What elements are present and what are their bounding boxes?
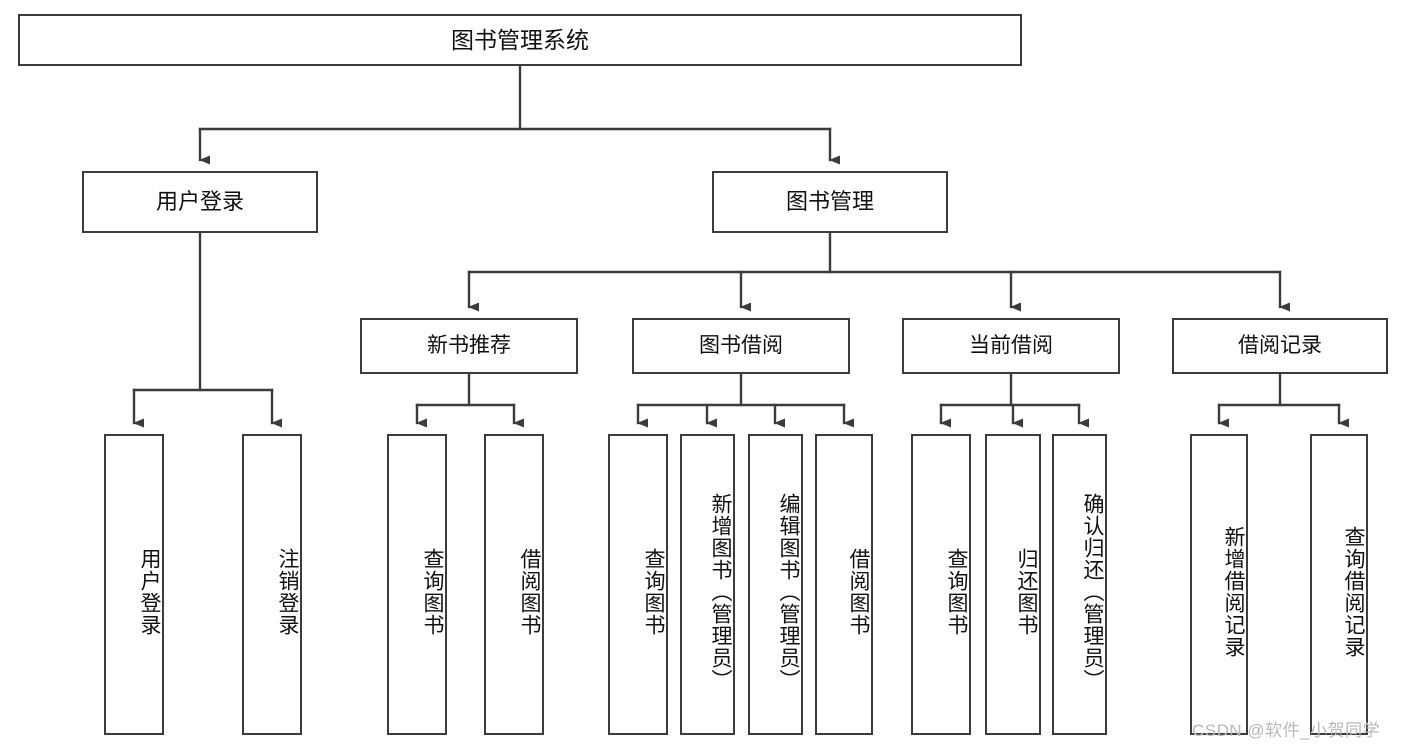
node-level3-4-label: 借阅记录 [1238, 333, 1322, 357]
node-level3-3[interactable]: 当前借阅 [902, 318, 1120, 374]
node-level3-2[interactable]: 图书借阅 [632, 318, 850, 374]
node-level3-2-label: 图书借阅 [699, 333, 783, 357]
node-leaf-1[interactable]: 用户登录 [104, 434, 164, 735]
node-leaf-12[interactable]: 新增借阅记录 [1190, 434, 1248, 735]
node-level2-2[interactable]: 图书管理 [712, 171, 948, 233]
node-level2-2-label: 图书管理 [785, 189, 874, 215]
node-root-system[interactable]: 图书管理系统 [18, 14, 1022, 66]
node-leaf-7-label: 编辑图书（管理员） [777, 492, 800, 691]
node-leaf-13-label: 查询借阅记录 [1342, 525, 1365, 658]
node-level3-4[interactable]: 借阅记录 [1172, 318, 1388, 374]
node-leaf-2[interactable]: 注销登录 [242, 434, 302, 735]
node-level3-1-label: 新书推荐 [427, 333, 511, 357]
node-leaf-6-label: 新增图书（管理员） [709, 492, 732, 691]
node-leaf-5-label: 查询图书 [642, 547, 665, 636]
node-leaf-3[interactable]: 查询图书 [387, 434, 447, 735]
node-leaf-8[interactable]: 借阅图书 [815, 434, 873, 735]
node-leaf-6[interactable]: 新增图书（管理员） [680, 434, 735, 735]
node-leaf-10-label: 归还图书 [1015, 547, 1038, 636]
node-leaf-11-label: 确认归还（管理员） [1081, 492, 1104, 691]
node-leaf-1-label: 用户登录 [138, 547, 161, 636]
node-level3-3-label: 当前借阅 [969, 333, 1053, 357]
watermark-csdn: CSDN @软件_小贺同学 [1192, 721, 1381, 740]
node-leaf-11[interactable]: 确认归还（管理员） [1052, 434, 1107, 735]
node-leaf-4-label: 借阅图书 [518, 547, 541, 636]
node-leaf-3-label: 查询图书 [421, 547, 444, 636]
node-level2-1-label: 用户登录 [155, 189, 244, 215]
node-leaf-12-label: 新增借阅记录 [1222, 525, 1245, 658]
node-leaf-9-label: 查询图书 [945, 547, 968, 636]
node-leaf-7[interactable]: 编辑图书（管理员） [748, 434, 803, 735]
node-leaf-5[interactable]: 查询图书 [608, 434, 668, 735]
node-level3-1[interactable]: 新书推荐 [360, 318, 578, 374]
node-leaf-8-label: 借阅图书 [847, 547, 870, 636]
node-leaf-13[interactable]: 查询借阅记录 [1310, 434, 1368, 735]
node-root-system-label: 图书管理系统 [451, 26, 589, 53]
node-level2-1[interactable]: 用户登录 [82, 171, 318, 233]
node-leaf-2-label: 注销登录 [276, 547, 299, 636]
node-leaf-9[interactable]: 查询图书 [911, 434, 971, 735]
node-leaf-4[interactable]: 借阅图书 [484, 434, 544, 735]
node-leaf-10[interactable]: 归还图书 [985, 434, 1041, 735]
